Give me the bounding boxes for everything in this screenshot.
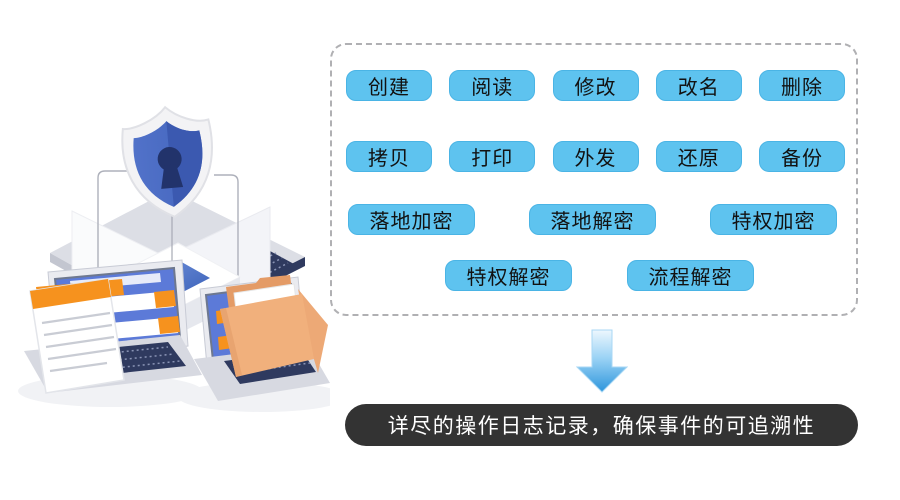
- op-pill-workflow-decrypt: 流程解密: [627, 260, 754, 291]
- document-icon: [29, 278, 125, 394]
- op-pill-privilege-encrypt: 特权加密: [710, 204, 837, 235]
- ops-row-1: 创建 阅读 修改 改名 删除: [346, 70, 845, 101]
- op-pill-delete: 删除: [759, 70, 845, 101]
- ops-row-3: 落地加密 落地解密 特权加密: [348, 204, 837, 235]
- op-pill-landing-decrypt: 落地解密: [529, 204, 656, 235]
- summary-banner: 详尽的操作日志记录，确保事件的可追溯性: [345, 404, 858, 446]
- op-pill-landing-encrypt: 落地加密: [348, 204, 475, 235]
- ops-row-4: 特权解密 流程解密: [445, 260, 754, 291]
- folder-icon: [220, 275, 328, 377]
- op-pill-rename: 改名: [655, 70, 742, 101]
- op-pill-privilege-decrypt: 特权解密: [445, 260, 572, 291]
- ops-row-2: 拷贝 打印 外发 还原 备份: [346, 141, 845, 172]
- op-pill-modify: 修改: [552, 70, 639, 101]
- op-pill-create: 创建: [346, 70, 432, 101]
- shield-lock-icon: [121, 105, 213, 218]
- connector-wires: [97, 170, 239, 343]
- arrow-down-icon: [576, 329, 628, 393]
- op-pill-restore: 还原: [655, 141, 742, 172]
- operations-panel: 创建 阅读 修改 改名 删除 拷贝 打印 外发 还原 备份 落地加密 落地解密 …: [330, 43, 858, 316]
- op-pill-print: 打印: [449, 141, 536, 172]
- op-pill-sendout: 外发: [552, 141, 639, 172]
- op-pill-read: 阅读: [449, 70, 536, 101]
- op-pill-copy: 拷贝: [346, 141, 432, 172]
- security-illustration: [18, 105, 330, 412]
- op-pill-backup: 备份: [759, 141, 845, 172]
